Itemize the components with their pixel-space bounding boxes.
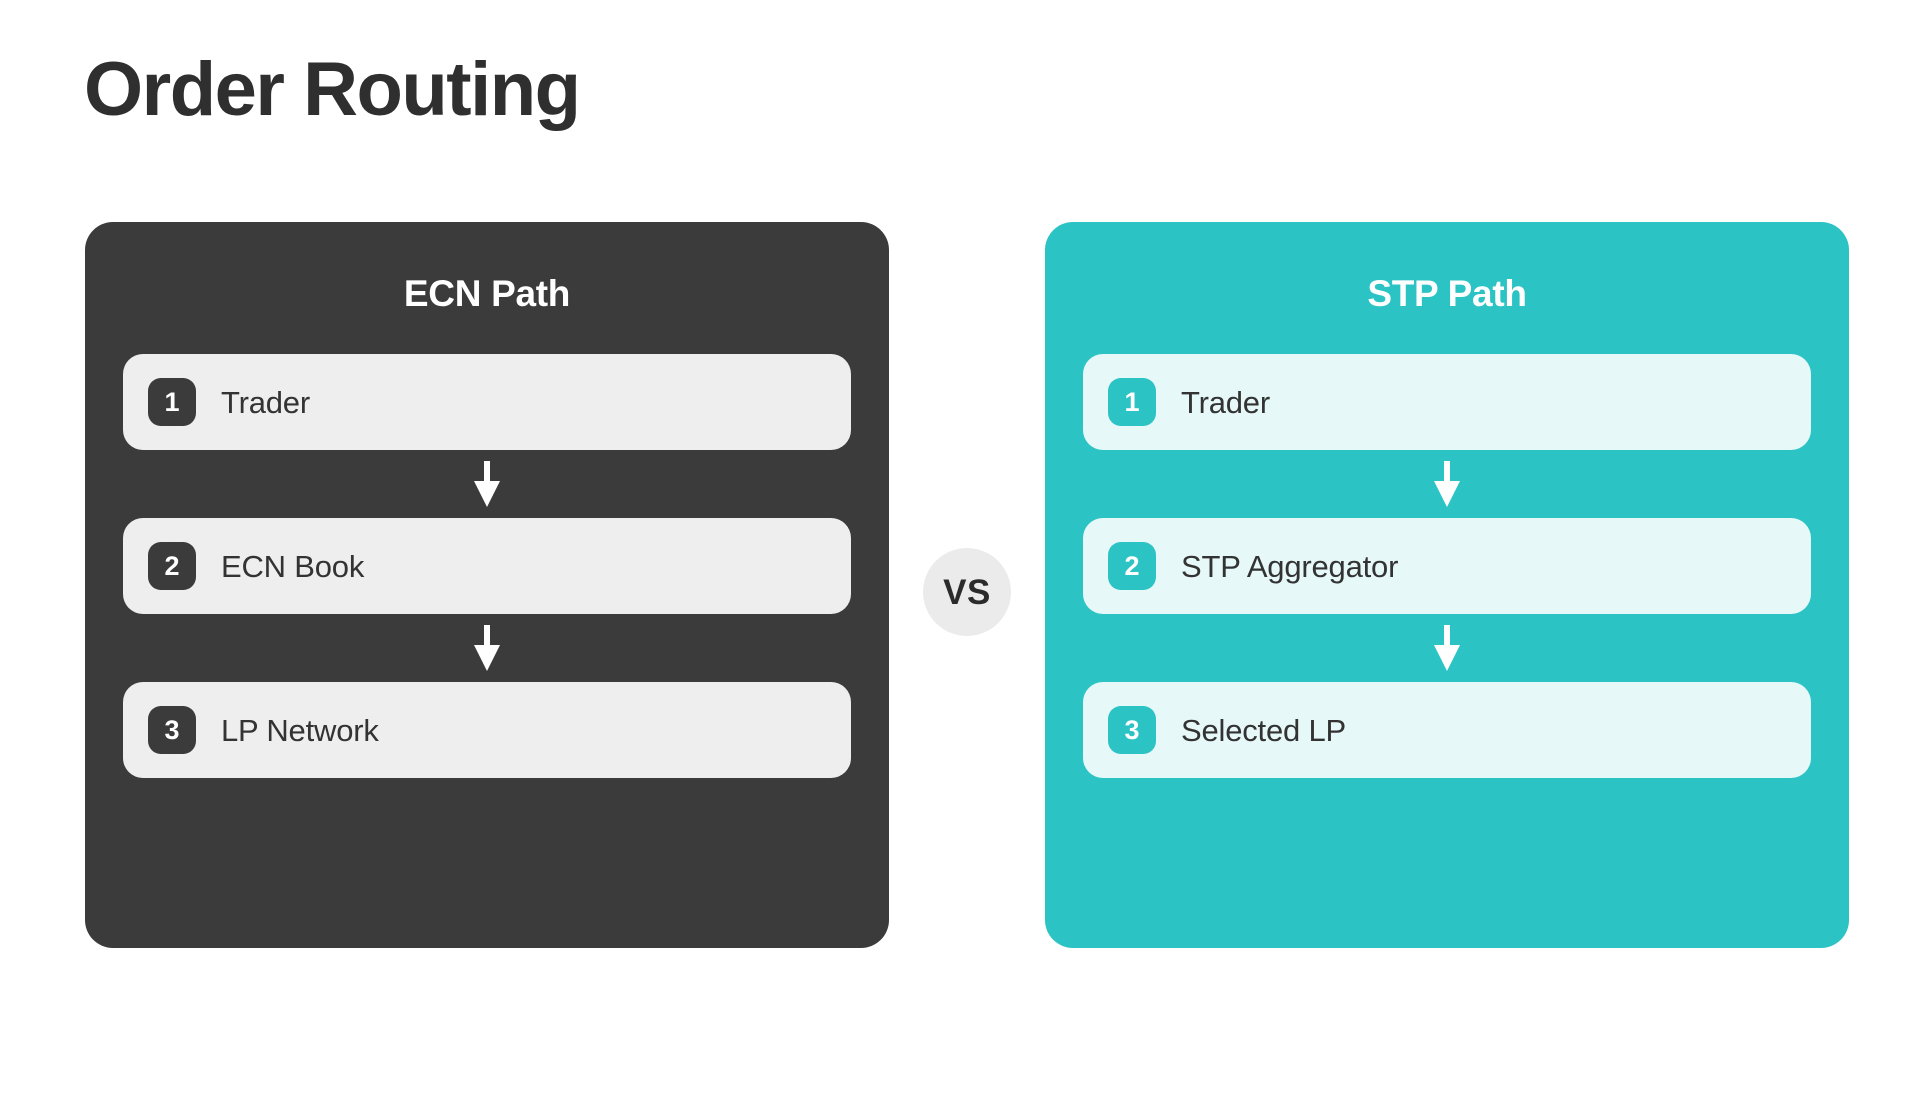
step-list-ecn: 1 Trader 2 ECN Book 3 LP Network	[123, 354, 851, 778]
step-row[interactable]: 1 Trader	[1083, 354, 1811, 450]
panel-title-stp: STP Path	[1367, 273, 1527, 314]
page-title: Order Routing	[84, 47, 581, 132]
step-row[interactable]: 1 Trader	[123, 354, 851, 450]
step-number-badge: 1	[1108, 378, 1156, 426]
arrow-down-icon	[1434, 461, 1460, 507]
panel-stp-path: STP Path 1 Trader 2 STP Aggregator 3 Sel…	[1045, 222, 1849, 948]
connector-arrow	[1083, 450, 1811, 518]
step-label: Trader	[221, 384, 310, 420]
step-label: STP Aggregator	[1181, 548, 1399, 584]
step-number-badge: 2	[148, 542, 196, 590]
vs-label: VS	[943, 572, 991, 612]
step-number-badge: 3	[148, 706, 196, 754]
arrow-down-icon	[474, 625, 500, 671]
connector-arrow	[123, 614, 851, 682]
panel-title-ecn: ECN Path	[403, 273, 571, 314]
panel-ecn-path: ECN Path 1 Trader 2 ECN Book 3 LP Networ…	[85, 222, 889, 948]
connector-arrow	[1083, 614, 1811, 682]
step-number-badge: 2	[1108, 542, 1156, 590]
step-row[interactable]: 3 Selected LP	[1083, 682, 1811, 778]
step-number-badge: 1	[148, 378, 196, 426]
step-number-badge: 3	[1108, 706, 1156, 754]
step-list-stp: 1 Trader 2 STP Aggregator 3 Selected LP	[1083, 354, 1811, 778]
step-row[interactable]: 2 STP Aggregator	[1083, 518, 1811, 614]
arrow-down-icon	[1434, 625, 1460, 671]
step-label: Selected LP	[1181, 712, 1346, 748]
step-row[interactable]: 2 ECN Book	[123, 518, 851, 614]
step-label: LP Network	[221, 712, 379, 748]
step-label: ECN Book	[221, 548, 365, 584]
arrow-down-icon	[474, 461, 500, 507]
connector-arrow	[123, 450, 851, 518]
step-label: Trader	[1181, 384, 1270, 420]
step-row[interactable]: 3 LP Network	[123, 682, 851, 778]
vs-badge: VS	[923, 548, 1011, 636]
